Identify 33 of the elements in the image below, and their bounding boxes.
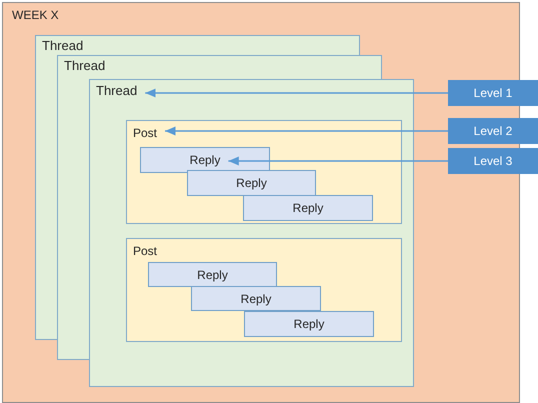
reply-label: Reply — [240, 292, 272, 306]
thread-title: Thread — [96, 83, 138, 98]
level-label: Level 2 — [474, 124, 512, 138]
thread-card — [35, 35, 360, 55]
reply-label: Reply — [292, 201, 324, 215]
reply-box — [187, 170, 316, 196]
reply-box — [191, 286, 321, 311]
level-label: Level 3 — [474, 154, 512, 168]
thread-card — [89, 79, 414, 387]
arrow — [145, 88, 448, 98]
level-label: Level 1 — [474, 86, 512, 100]
arrow — [228, 156, 448, 166]
week-title: WEEK X — [12, 8, 59, 22]
post-box — [126, 238, 402, 342]
week-panel — [2, 2, 520, 403]
post-title: Post — [133, 126, 158, 140]
level-box — [448, 148, 538, 174]
post-title: Post — [133, 244, 158, 258]
reply-box — [243, 195, 373, 221]
reply-label: Reply — [190, 153, 220, 167]
reply-label: Reply — [197, 268, 228, 282]
level-box — [448, 80, 538, 106]
arrow — [165, 126, 448, 136]
reply-box — [140, 147, 270, 173]
reply-box — [244, 311, 374, 337]
thread-card — [57, 55, 382, 79]
level-box — [448, 118, 538, 144]
reply-label: Reply — [236, 176, 267, 190]
post-box — [126, 120, 402, 224]
thread-title: Thread — [64, 58, 106, 73]
reply-box — [148, 262, 277, 287]
thread-title: Thread — [42, 38, 84, 53]
reply-label: Reply — [294, 317, 324, 331]
